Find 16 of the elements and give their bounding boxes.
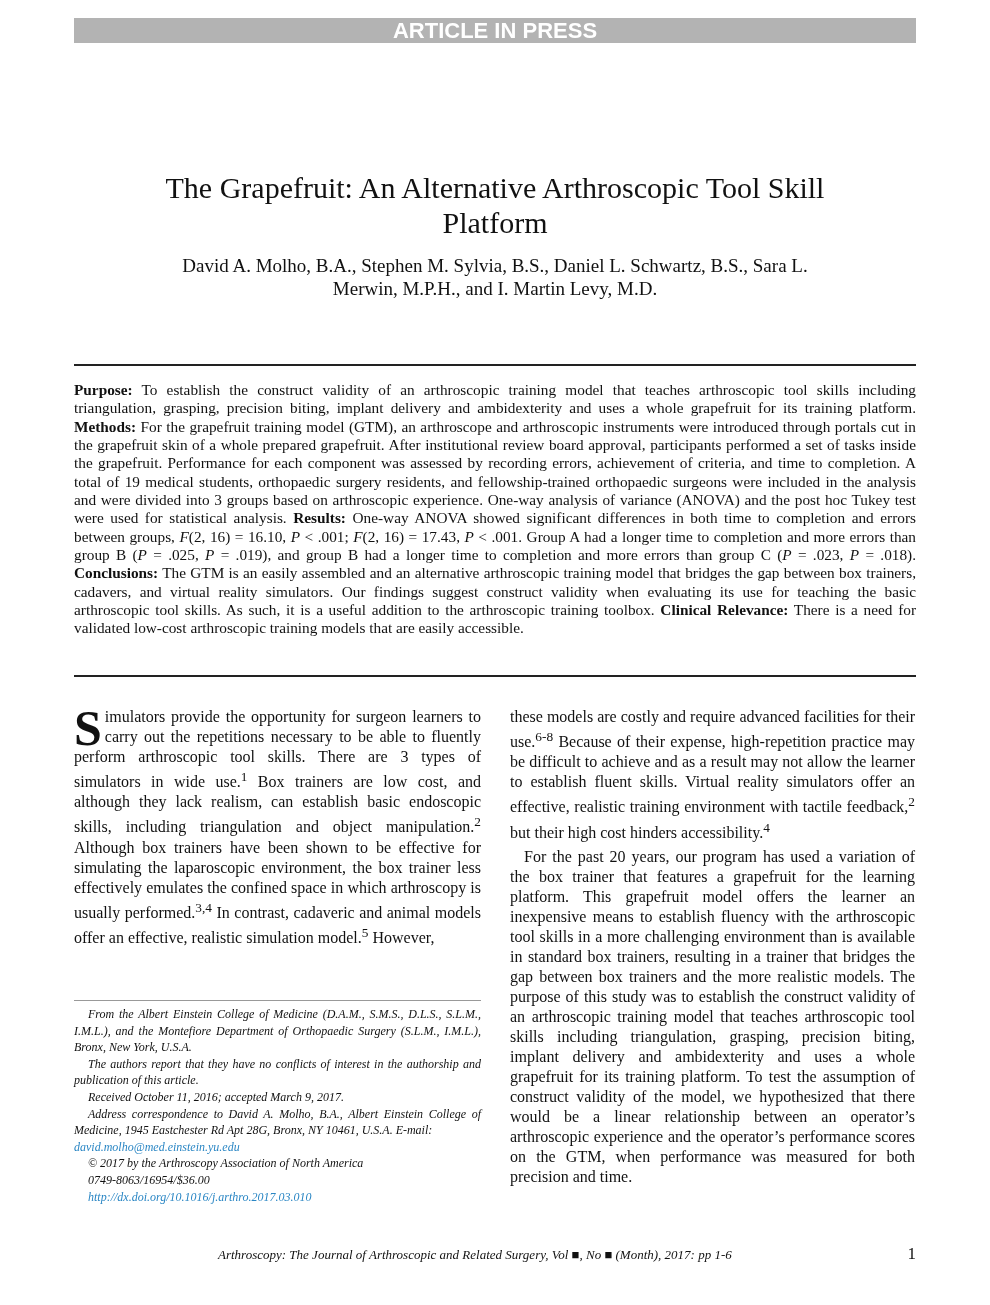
footnote-text: 0749-8063/16954/$36.00 [87,1171,211,1189]
article-title: The Grapefruit: An Alternative Arthroscopic Tool Skill Platform [164,170,826,240]
abstract-text: Purpose: To establish the construct validity of an arthroscopic training model that teaches arthroscopic tool skills including triangulation, grasping, precision biting, implant delivery and ambidexterity and uses a whole grapefruit for its training platform. Methods: For the grapefruit training model (GTM), an arthroscope and arthroscopic instruments were introduced through portals cut in the grapefruit skin of a whole prepared grapefruit. After institutional review board approval, participants performed a set of tasks inside the grapefruit. Performance for each component was assessed by recording errors, achievement of criteria, and time to completion. A total of 19 medical students, orthopaedic surgery residents, and fellowship-trained orthopaedic surgeons were included in the analysis and were divided into 3 groups based on arthroscopic experience. One-way analysis of variance (ANOVA) and the post hoc Tukey test were used for statistical analysis. Results: One-way ANOVA showed significant differences in both time to completion and errors between groups, F(2, 16) = 16.10, P < .001; F(2, 16) = 17.43, P < .001. Group A had a longer time to completion and more errors than group B (P = .025, P = .019), and group B had a longer time to completion and more errors than group C (P = .023, P = .018). Conclusions: The GTM is an easily assembled and an alternative arthroscopic training model that bridges the gap between box trainers, cadavers, and virtual reality simulators. Our findings suggest construct validity when evaluating its use for teaching the basic arthroscopic tool skills. As such, it is a useful addition to the arthroscopic training toolbox. Clinical Relevance: There is a need for validated low-cost arthroscopic training models that are easily accessible. [74,381,916,638]
footnote-text: © 2017 by the Arthroscopy Association of North America [87,1155,365,1172]
page-number: 1 [906,1244,916,1264]
body-paragraph: these models are costly and require advanced facilities for their use.$^{6-8}$ Because of their expense, high-repetition practice may be difficult to achieve and as a result may not allow the learner to establish fluent skills. Virtual reality simulators offer an effective, realistic training environment with tactile feedback,$^{2}$ but their high cost hinders accessibility.$^{4}$ [510,707,915,843]
doi-link: http://dx.doi.org/10.1016/j.arthro.2017.03.010 [88,1189,312,1204]
footnote-text: Received October 11, 2016; accepted March 9, 2017. [87,1088,345,1106]
footnote-text: The authors report that they have no conflicts of interest in the authorship and publication of this article. [74,1055,481,1089]
footnote-text: Address correspondence to David A. Molho, B.A., Albert Einstein College of Medicine, 1945 Eastchester Rd Apt 28G, Bronx, NY 10461, U.S.A. E-mail: [74,1105,481,1139]
footnote-text: From the Albert Einstein College of Medicine (D.A.M., S.M.S., D.L.S., S.L.M., I.M.L.), and the Montefiore Department of Orthopaedic Surgery (S.L.M., I.M.L.), Bronx, New York, U.S.A. [74,1006,481,1056]
author-list: David A. Molho, B.A., Stephen M. Sylvia, B.S., Daniel L. Schwartz, B.S., Sara L. Merwin, M.P.H., and I. Martin Levy, M.D. [160,254,830,300]
journal-citation: Arthroscopy: The Journal of Arthroscopic and Related Surgery, Vol ■, No ■ (Month), 2017: pp 1-6 [218,1247,733,1263]
email-link: david.molho@med.einstein.yu.edu [74,1139,240,1154]
banner: ARTICLE IN PRESS [74,18,916,43]
body-paragraph: For the past 20 years, our program has used a variation of the box trainer that features a grapefruit for the learning platform. This grapefruit model offers the learner an inexpensive means to establish fluency with the arthroscopic tool skills in a more challenging environment than is available in standard box trainers, resulting in a trainer that bridges the gap between box trainers and the more realistic models. The purpose of this study was to establish the construct validity of an arthroscopic training model that teaches arthroscopic tool skills including triangulation, grasping, precision biting, implant delivery and ambidexterity and uses a whole grapefruit for its training platform. To test the assumption of construct validity of the model, we hypothesized that there would be a linear relationship between an operator’s arthroscopic experience and the operator’s performance scores on the GTM, when performance was measured for both precision and time. [510,847,915,1187]
